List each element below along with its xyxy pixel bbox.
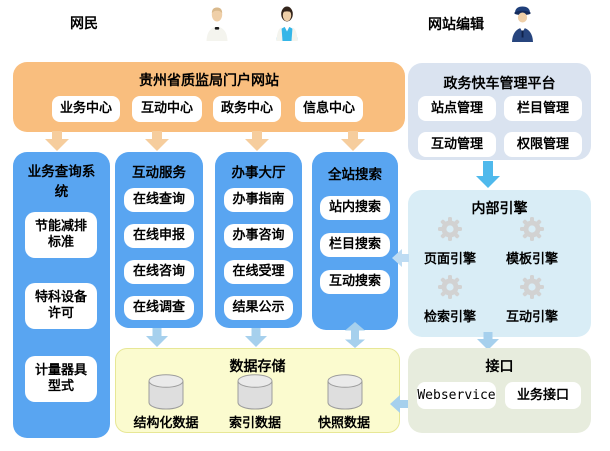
- column-item: 栏目搜索: [320, 233, 390, 257]
- column-item: 特科设备许可: [25, 283, 97, 329]
- storage-label-snapshot: 快照数据: [317, 416, 370, 431]
- admin-button-permission-mgmt: 权限管理: [504, 132, 582, 157]
- database-cylinder-icon: [327, 374, 363, 410]
- arrow-down-icon: [146, 328, 168, 347]
- arrow-down-icon: [45, 131, 69, 151]
- column-item: 在线申报: [124, 224, 194, 248]
- engine-label-interaction: 互动引擎: [505, 310, 558, 325]
- gear-icon: [438, 217, 462, 241]
- interface-panel-title: 接口: [485, 359, 514, 375]
- column-interactive-services-title: 互动服务: [132, 165, 186, 181]
- female-user-icon: [276, 6, 298, 41]
- arrow-down-icon: [341, 131, 365, 151]
- arrow-down-icon: [477, 332, 499, 350]
- portal-button-interaction-center: 互动中心: [132, 96, 202, 122]
- column-item: 计量器具型式: [25, 356, 97, 402]
- arrow-down-icon: [245, 328, 267, 347]
- portal-title: 贵州省质监局门户网站: [139, 73, 279, 89]
- editor-label: 网站编辑: [428, 17, 484, 33]
- column-item: 在线咨询: [124, 260, 194, 284]
- column-item: 在线查询: [124, 188, 194, 212]
- column-item: 站内搜索: [320, 196, 390, 220]
- engine-label-page: 页面引擎: [423, 252, 476, 267]
- engine-label-template: 模板引擎: [505, 252, 558, 267]
- column-item: 在线调查: [124, 296, 194, 320]
- column-item: 在线受理: [224, 260, 293, 284]
- column-item: 互动搜索: [320, 270, 390, 294]
- column-item: 办事咨询: [224, 224, 293, 248]
- admin-platform-title: 政务快车管理平台: [443, 76, 556, 92]
- column-business-query-title: 业务查询系统: [27, 164, 96, 200]
- editor-user-icon: [512, 6, 533, 42]
- column-service-hall-title: 办事大厅: [231, 165, 286, 181]
- database-cylinder-icon: [148, 374, 184, 410]
- arrow-down-icon: [145, 131, 169, 151]
- interface-button-webservice: Webservice: [417, 382, 496, 409]
- arrow-left-icon: [390, 395, 408, 413]
- engine-panel-title: 内部引擎: [471, 201, 528, 217]
- database-cylinder-icon: [237, 374, 273, 410]
- gear-icon: [438, 275, 462, 299]
- storage-label-index: 索引数据: [228, 416, 281, 431]
- portal-button-government-center: 政务中心: [213, 96, 281, 122]
- arrow-updown-icon: [345, 322, 365, 348]
- gear-icon: [520, 217, 544, 241]
- engine-label-retrieval: 检索引擎: [423, 310, 476, 325]
- arrow-left-icon: [392, 249, 409, 267]
- storage-panel-title: 数据存储: [229, 359, 286, 375]
- admin-button-interaction-mgmt: 互动管理: [418, 132, 496, 157]
- admin-button-site-mgmt: 站点管理: [418, 96, 496, 121]
- admin-button-column-mgmt: 栏目管理: [504, 96, 582, 121]
- column-item: 节能减排标准: [25, 212, 97, 258]
- storage-label-structured: 结构化数据: [133, 416, 199, 431]
- arrow-down-icon: [476, 161, 500, 188]
- engine-panel: [408, 190, 591, 337]
- column-site-search-title: 全站搜索: [328, 167, 382, 183]
- column-item: 办事指南: [224, 188, 293, 212]
- portal-button-info-center: 信息中心: [295, 96, 363, 122]
- gear-icon: [520, 275, 544, 299]
- male-user-icon: [206, 7, 228, 41]
- column-item: 结果公示: [224, 296, 293, 320]
- interface-button-business: 业务接口: [505, 382, 581, 409]
- arrow-down-icon: [245, 131, 269, 151]
- portal-button-business-center: 业务中心: [52, 96, 120, 122]
- netizen-label: 网民: [70, 16, 98, 32]
